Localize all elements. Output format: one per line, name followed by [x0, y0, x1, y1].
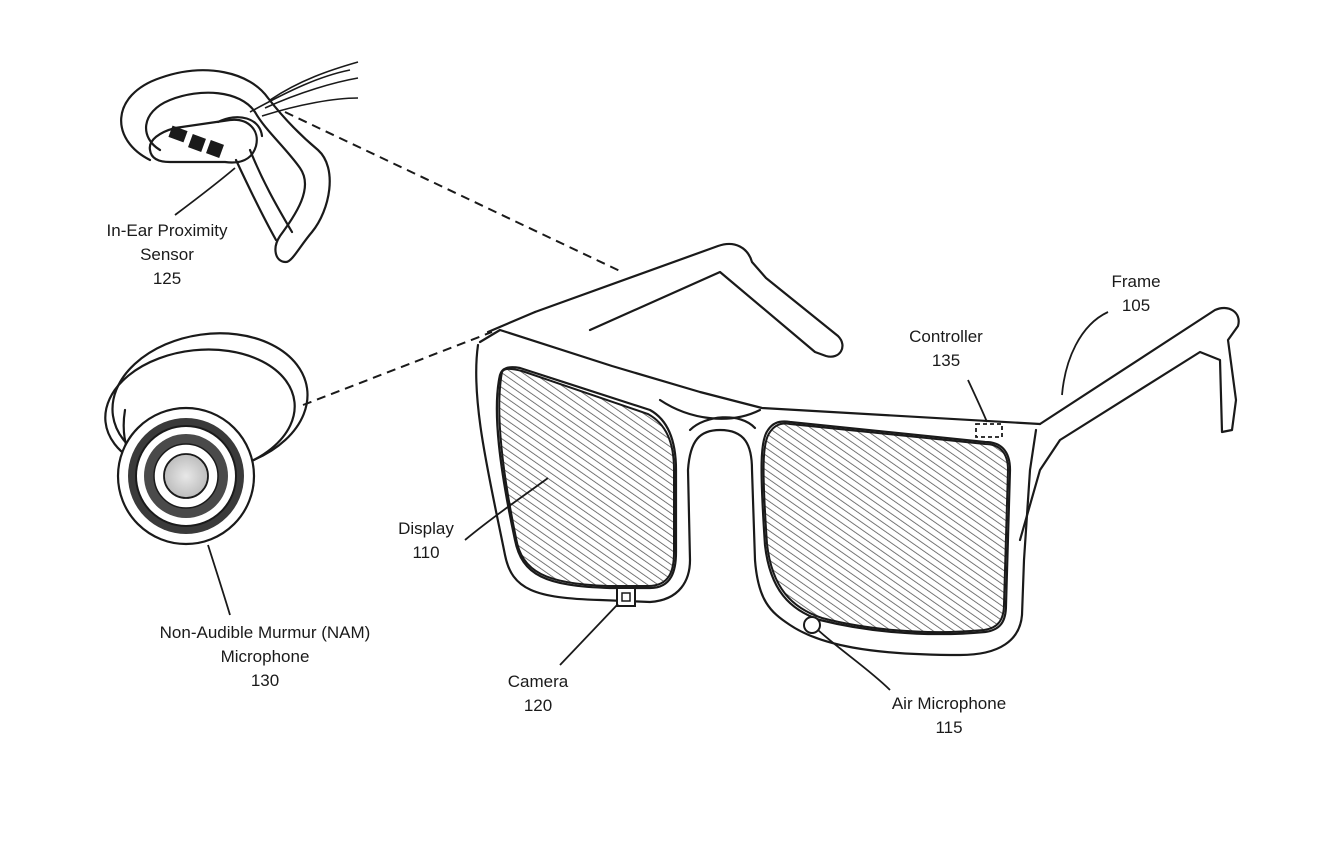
in-ear-sensor-label-line2: Sensor [140, 245, 194, 264]
nam-microphone-ref: 130 [251, 671, 279, 690]
air-microphone-ref: 115 [935, 718, 962, 737]
nam-microphone-label: Non-Audible Murmur (NAM) [160, 623, 371, 642]
controller-ref: 135 [932, 351, 960, 370]
leader-controller [967, 379, 988, 423]
display-lens-right [762, 422, 1010, 634]
display-ref: 110 [412, 543, 439, 562]
projection-line-earpiece [284, 111, 623, 273]
controller-label: Controller [909, 327, 983, 346]
nam-microphone-illustration [104, 332, 309, 616]
nam-microphone-label-line2: Microphone [221, 647, 310, 666]
glasses-frame-illustration [475, 242, 1240, 657]
camera-ref: 120 [524, 696, 552, 715]
leader-display [464, 477, 549, 541]
display-lens-left [498, 367, 675, 587]
display-label: Display [398, 519, 454, 538]
camera-label: Camera [508, 672, 569, 691]
leader-air-microphone [817, 629, 891, 691]
frame-ref: 105 [1122, 296, 1150, 315]
in-ear-sensor-ref: 125 [153, 269, 181, 288]
leader-camera [559, 603, 619, 666]
projection-line-nam [302, 331, 493, 406]
in-ear-sensor-label: In-Ear Proximity [107, 221, 228, 240]
leader-frame [1061, 311, 1109, 396]
in-ear-earpiece-illustration [120, 61, 359, 264]
air-microphone-port [803, 616, 821, 634]
controller-location [975, 423, 1003, 438]
air-microphone-label: Air Microphone [892, 694, 1006, 713]
frame-label: Frame [1111, 272, 1160, 291]
